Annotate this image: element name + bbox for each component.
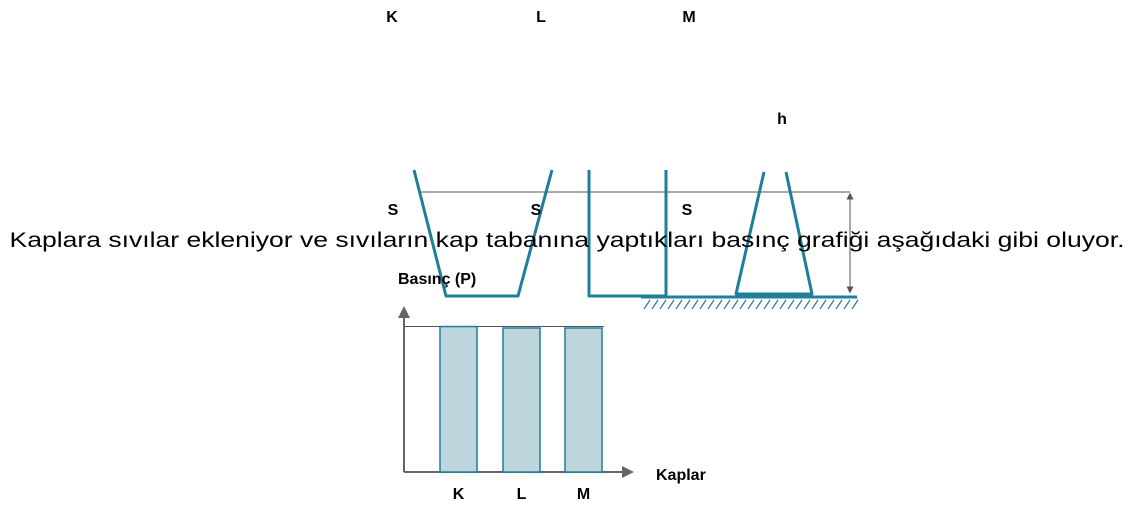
problem-sentence: Kaplara sıvılar ekleniyor ve sıvıların k… <box>10 229 1125 252</box>
hatch-mark <box>771 299 779 310</box>
hatch-mark <box>843 299 851 310</box>
ground-hatching <box>643 299 859 310</box>
hatch-mark <box>739 299 747 310</box>
hatch-mark <box>763 299 771 310</box>
container-label-m: M <box>682 9 695 26</box>
hatch-mark <box>819 299 827 310</box>
vessel-m <box>734 171 814 296</box>
y-axis-label: Basınç (P) <box>398 271 476 288</box>
hatch-mark <box>811 299 819 310</box>
hatch-mark <box>691 299 699 310</box>
hatch-mark <box>731 299 739 310</box>
x-tick-label-k: K <box>453 486 465 503</box>
height-label: h <box>777 111 787 128</box>
hatch-mark <box>723 299 731 310</box>
hatch-mark <box>643 299 651 310</box>
hatch-mark <box>835 299 843 310</box>
hatch-mark <box>803 299 811 310</box>
hatch-mark <box>683 299 691 310</box>
container-label-l: L <box>536 9 546 26</box>
hatch-mark <box>747 299 755 310</box>
x-axis-label: Kaplar <box>656 467 706 484</box>
x-tick-label-l: L <box>517 486 527 503</box>
hatch-mark <box>827 299 835 310</box>
hatch-mark <box>851 299 859 310</box>
bar-m <box>564 327 603 473</box>
base-label-m: S <box>682 202 693 219</box>
pressure-bar-chart: Basınç (P) Kaplar K L M <box>398 271 706 503</box>
hatch-mark <box>659 299 667 310</box>
hatch-mark <box>755 299 763 310</box>
base-label-l: S <box>531 202 542 219</box>
bar-k <box>439 325 478 473</box>
hatch-mark <box>779 299 787 310</box>
hatch-mark <box>787 299 795 310</box>
bar-l <box>502 327 541 473</box>
vessel-k <box>412 169 554 298</box>
vessel-l <box>587 170 668 298</box>
hatch-mark <box>795 299 803 310</box>
hatch-mark <box>707 299 715 310</box>
container-label-k: K <box>386 9 398 26</box>
hatch-mark <box>667 299 675 310</box>
hatch-mark <box>651 299 659 310</box>
hatch-mark <box>675 299 683 310</box>
x-tick-label-m: M <box>577 486 590 503</box>
base-label-k: S <box>388 202 399 219</box>
hatch-mark <box>699 299 707 310</box>
hatch-mark <box>715 299 723 310</box>
